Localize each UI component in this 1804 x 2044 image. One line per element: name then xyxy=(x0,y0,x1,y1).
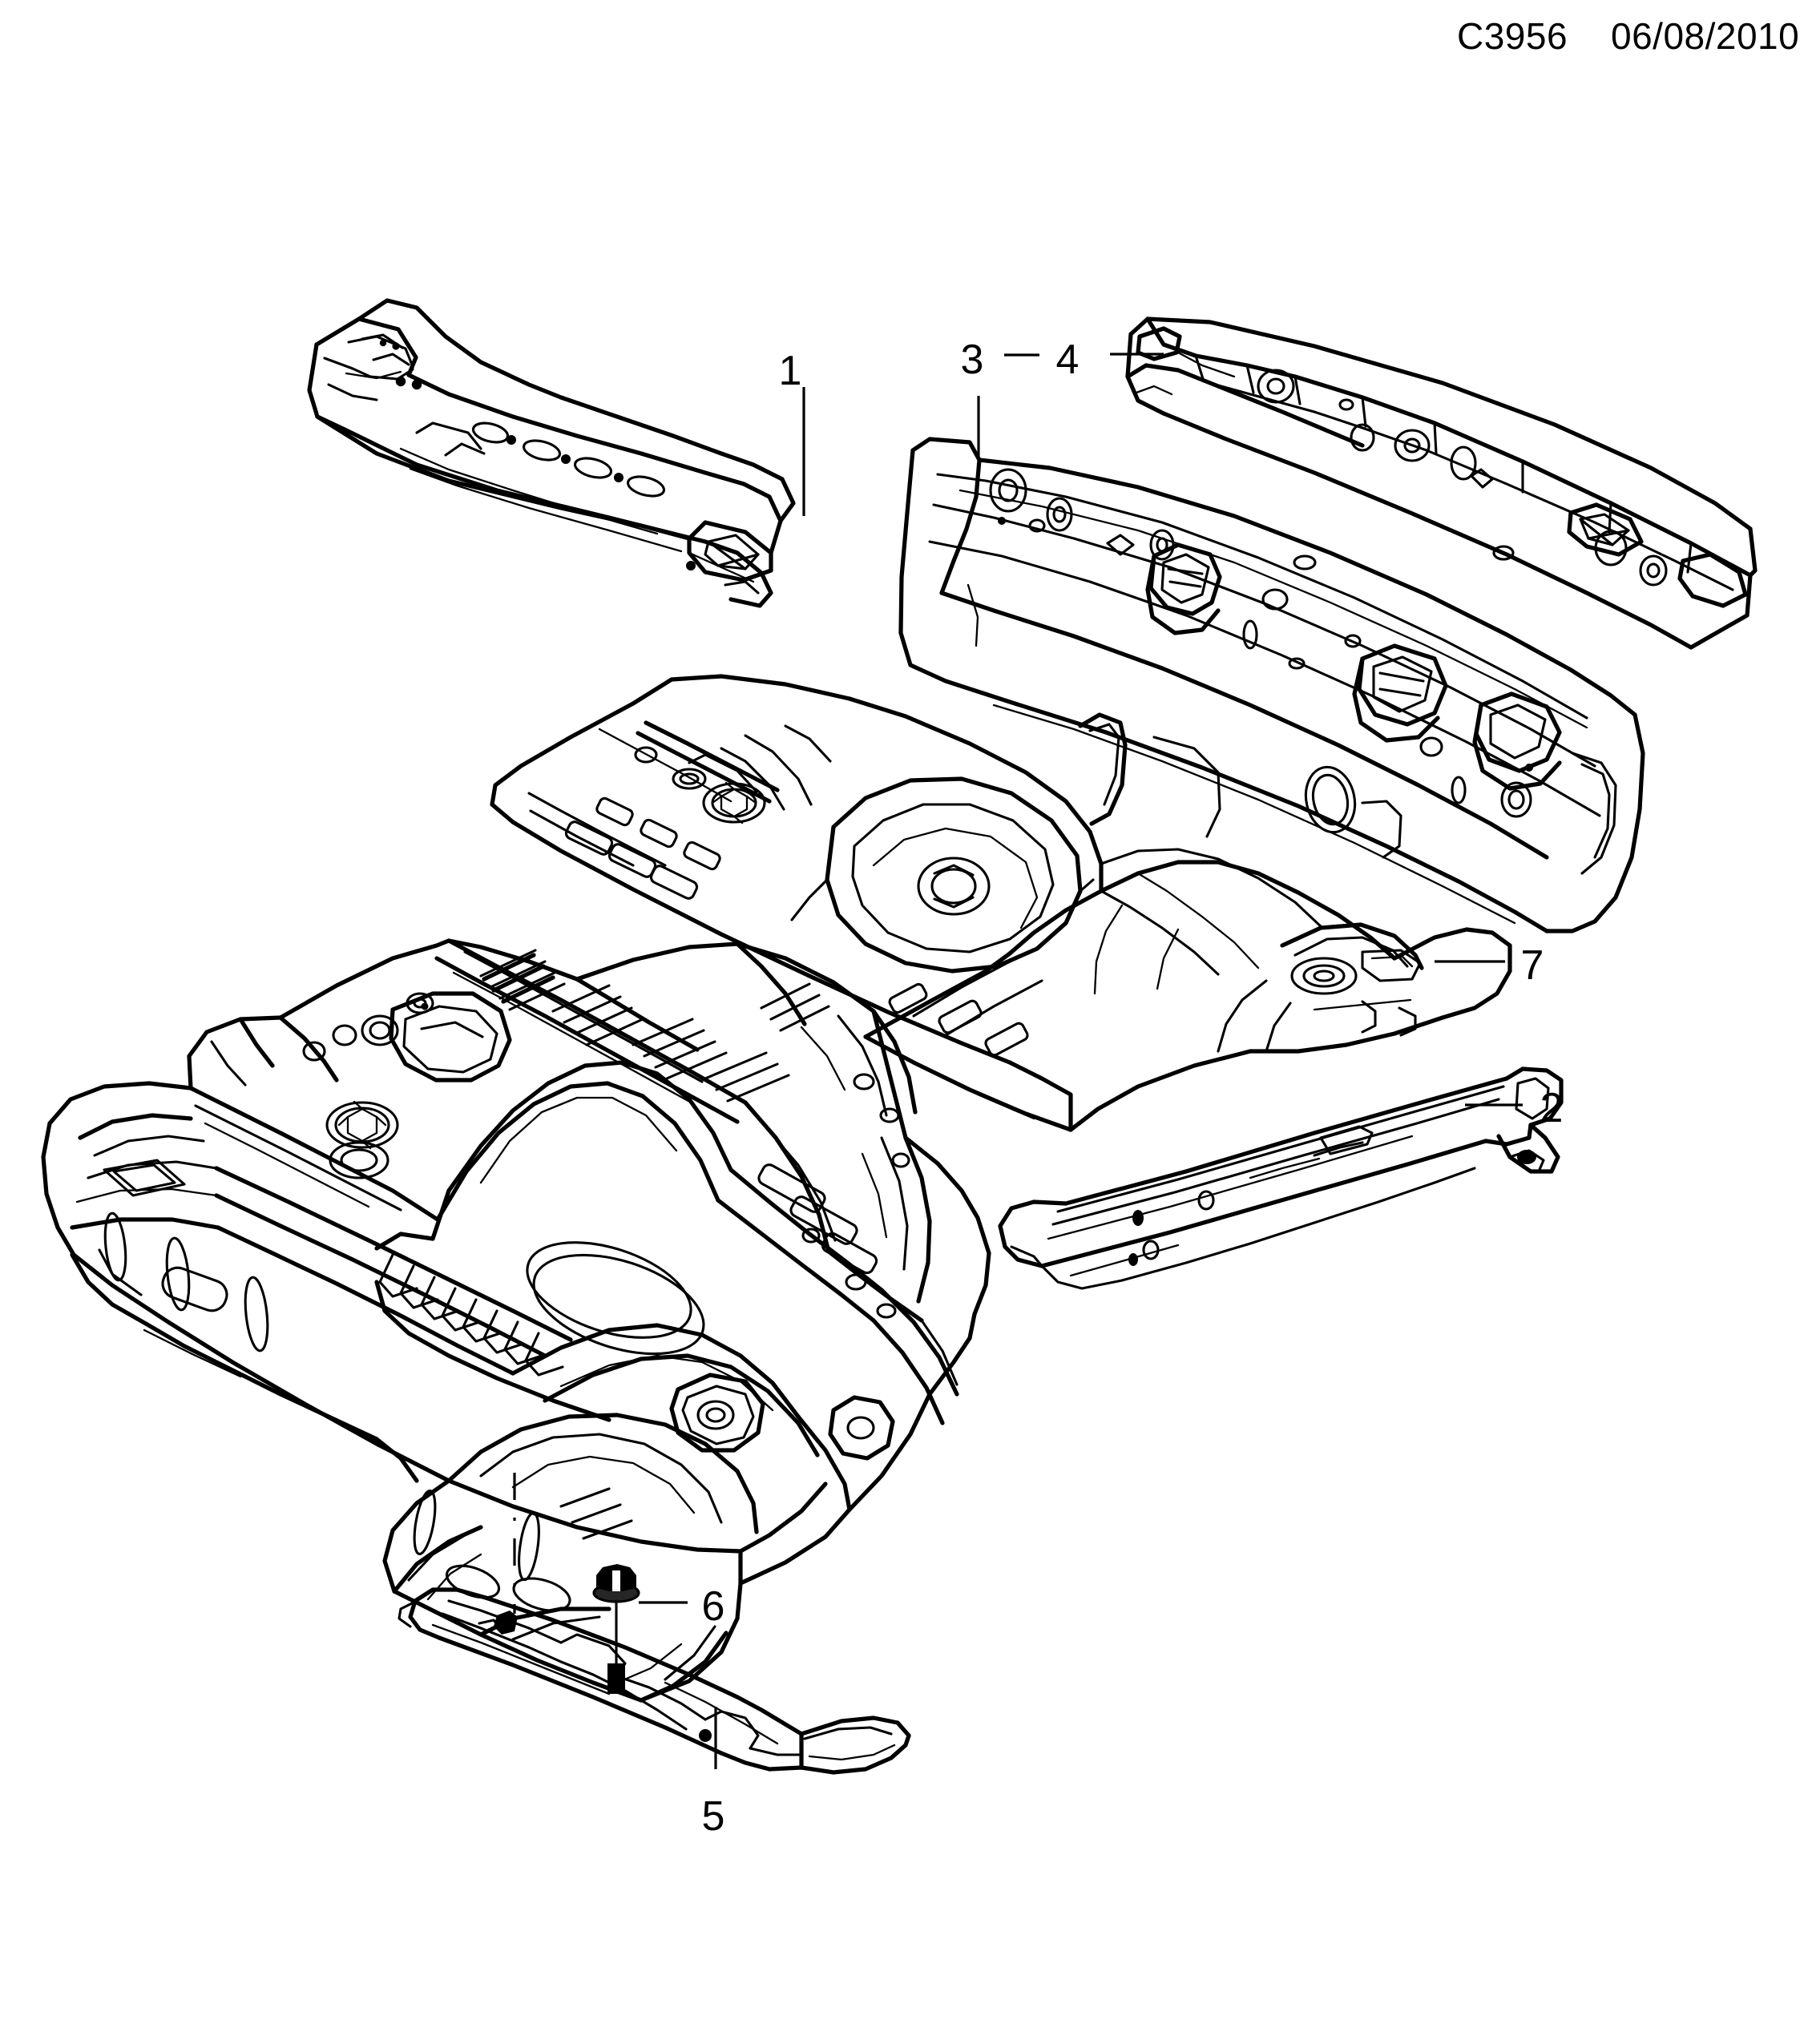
main-floor-pan-assembly xyxy=(41,938,991,1703)
part-1-crossmember-rail xyxy=(307,298,796,608)
part-2-rocker-sill-rail xyxy=(998,1066,1564,1290)
diagram-date: 06/08/2010 xyxy=(1611,15,1800,57)
part-6-fastener-nut xyxy=(592,1564,640,1694)
callout-5: 5 xyxy=(702,1793,725,1840)
part-4-rear-upper-tie-bar xyxy=(1125,316,1758,650)
part-3-rear-end-lower-panel xyxy=(898,437,1645,933)
part-7-rear-floor-panel xyxy=(490,674,1512,1132)
callout-4: 4 xyxy=(1056,337,1080,383)
part-5-underfloor-crossmember-brace xyxy=(398,1587,911,1775)
callout-7: 7 xyxy=(1521,942,1544,989)
callout-1: 1 xyxy=(779,348,802,394)
diagram-code: C3956 xyxy=(1457,15,1568,57)
callout-leaders xyxy=(513,353,1523,1769)
callout-numbers: 1 3 4 7 2 6 5 xyxy=(702,337,1564,1840)
callout-3: 3 xyxy=(961,337,984,383)
callout-2: 2 xyxy=(1540,1085,1564,1131)
callout-6: 6 xyxy=(702,1583,725,1630)
